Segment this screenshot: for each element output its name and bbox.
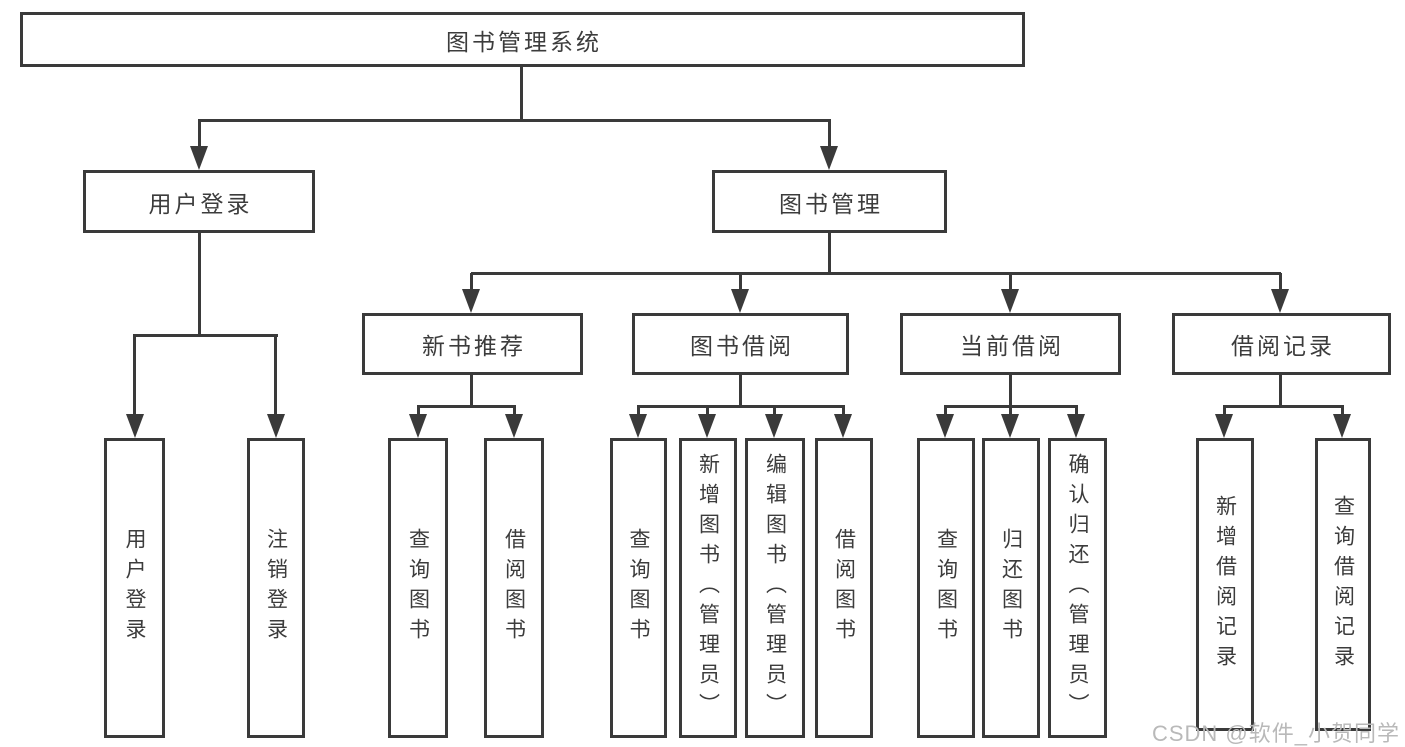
connector-newbook-drop-1 [417,407,420,416]
arrow-to-query-books-borrow [629,414,647,438]
node-new-book-recommend-label: 新书推荐 [422,333,526,359]
node-book-management-label: 图书管理 [779,190,883,217]
arrow-to-borrow-records [1271,289,1289,313]
connector-borrow-drop-1 [637,407,640,416]
connector-root-drop-right [828,120,831,148]
connector-borrow-branch [637,405,845,408]
arrow-to-user-login-action [126,414,144,438]
connector-book-mgmt-branch [471,272,1281,275]
connector-records-drop-2 [1341,407,1344,416]
connector-book-mgmt-stub [828,233,831,275]
connector-user-login-branch [133,334,278,337]
node-confirm-return-admin: 确认归还（管理员） [1048,438,1107,738]
arrow-to-query-borrow-record [1333,414,1351,438]
arrow-to-query-books-newrec [409,414,427,438]
arrow-to-book-borrow [731,289,749,313]
arrow-to-current-borrow [1001,289,1019,313]
node-borrow-books-newrec-label: 借阅图书 [502,528,526,648]
node-borrow-books-borrow: 借阅图书 [815,438,873,738]
node-user-login-label: 用户登录 [148,190,253,217]
connector-book-mgmt-drop-4 [1279,273,1282,291]
connector-book-mgmt-drop-1 [470,273,473,291]
connector-borrow-drop-4 [842,407,845,416]
connector-current-drop-2 [1009,407,1012,416]
arrow-to-borrow-books-newrec [505,414,523,438]
connector-book-mgmt-drop-2 [739,273,742,291]
connector-borrow-drop-3 [773,407,776,416]
connector-user-login-drop-2 [274,336,277,416]
arrow-to-return-books [1001,414,1019,438]
connector-records-drop-1 [1223,407,1226,416]
node-borrow-books-newrec: 借阅图书 [484,438,544,738]
node-query-borrow-record: 查询借阅记录 [1315,438,1371,731]
connector-root-drop-left [198,120,201,148]
node-return-books: 归还图书 [982,438,1040,738]
csdn-watermark: CSDN @软件_小贺同学 [1151,721,1400,746]
connector-user-login-stub [198,233,201,336]
node-query-books-current: 查询图书 [917,438,975,738]
arrow-to-query-books-current [936,414,954,438]
node-library-management-system: 图书管理系统 [20,12,1025,67]
node-library-management-system-label: 图书管理系统 [446,28,602,55]
node-add-books-admin-label: 新增图书（管理员） [696,453,720,723]
node-borrow-records-label: 借阅记录 [1231,333,1335,359]
arrow-to-new-book-recommend [462,289,480,313]
node-book-borrow-label: 图书借阅 [690,333,794,359]
node-query-books-borrow: 查询图书 [610,438,667,738]
node-query-books-newrec: 查询图书 [388,438,448,738]
node-edit-books-admin: 编辑图书（管理员） [745,438,805,738]
connector-borrow-drop-2 [706,407,709,416]
connector-borrow-stub [739,375,742,408]
node-book-management: 图书管理 [712,170,947,233]
node-add-books-admin: 新增图书（管理员） [679,438,737,738]
connector-records-stub [1279,375,1282,408]
node-current-borrow-label: 当前借阅 [960,333,1064,359]
node-current-borrow: 当前借阅 [900,313,1121,375]
node-query-books-newrec-label: 查询图书 [406,528,430,648]
arrow-to-logout [267,414,285,438]
connector-root-branch [198,119,831,122]
connector-current-drop-3 [1075,407,1078,416]
node-edit-books-admin-label: 编辑图书（管理员） [763,453,787,723]
arrow-to-book-management [820,146,838,170]
arrow-to-edit-books-admin [765,414,783,438]
node-return-books-label: 归还图书 [999,528,1023,648]
arrow-to-confirm-return-admin [1067,414,1085,438]
node-confirm-return-admin-label: 确认归还（管理员） [1066,453,1089,723]
connector-current-drop-1 [944,407,947,416]
connector-newbook-stub [470,375,473,408]
node-add-borrow-record: 新增借阅记录 [1196,438,1254,731]
arrow-to-borrow-books-borrow [834,414,852,438]
connector-current-stub [1009,375,1012,408]
arrow-to-user-login [190,146,208,170]
connector-records-branch [1223,405,1344,408]
connector-root-stub [520,66,523,122]
connector-newbook-drop-2 [513,407,516,416]
node-query-books-current-label: 查询图书 [934,528,958,648]
node-borrow-books-borrow-label: 借阅图书 [832,528,856,648]
connector-user-login-drop-1 [133,336,136,416]
node-borrow-records: 借阅记录 [1172,313,1391,375]
arrow-to-add-borrow-record [1215,414,1233,438]
connector-newbook-branch [417,405,516,408]
node-logout-login: 注销登录 [247,438,305,738]
node-user-login-action-label: 用户登录 [123,528,146,648]
node-add-borrow-record-label: 新增借阅记录 [1213,494,1237,675]
node-user-login-action: 用户登录 [104,438,165,738]
node-new-book-recommend: 新书推荐 [362,313,583,375]
node-book-borrow: 图书借阅 [632,313,849,375]
connector-book-mgmt-drop-3 [1009,273,1012,291]
node-user-login: 用户登录 [83,170,315,233]
node-query-borrow-record-label: 查询借阅记录 [1331,494,1355,675]
node-query-books-borrow-label: 查询图书 [627,528,650,648]
node-logout-login-label: 注销登录 [264,528,288,648]
connector-current-branch [944,405,1078,408]
arrow-to-add-books-admin [698,414,716,438]
